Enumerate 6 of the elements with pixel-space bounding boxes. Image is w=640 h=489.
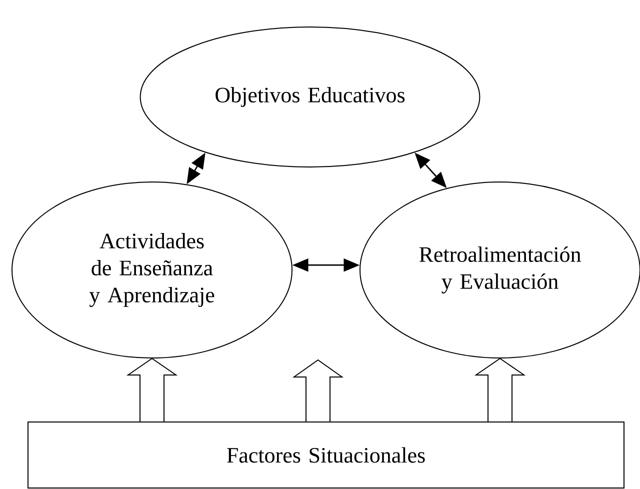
block-arrow: [292, 359, 344, 422]
ellipse-node: Actividades de Enseñanza y Aprendizaje: [12, 182, 292, 358]
factor-box: Factores Situacionales: [28, 421, 624, 488]
block-arrow: [126, 358, 178, 422]
block-arrow: [474, 358, 526, 422]
ellipse-node: Objetivos Educativos: [140, 26, 480, 168]
